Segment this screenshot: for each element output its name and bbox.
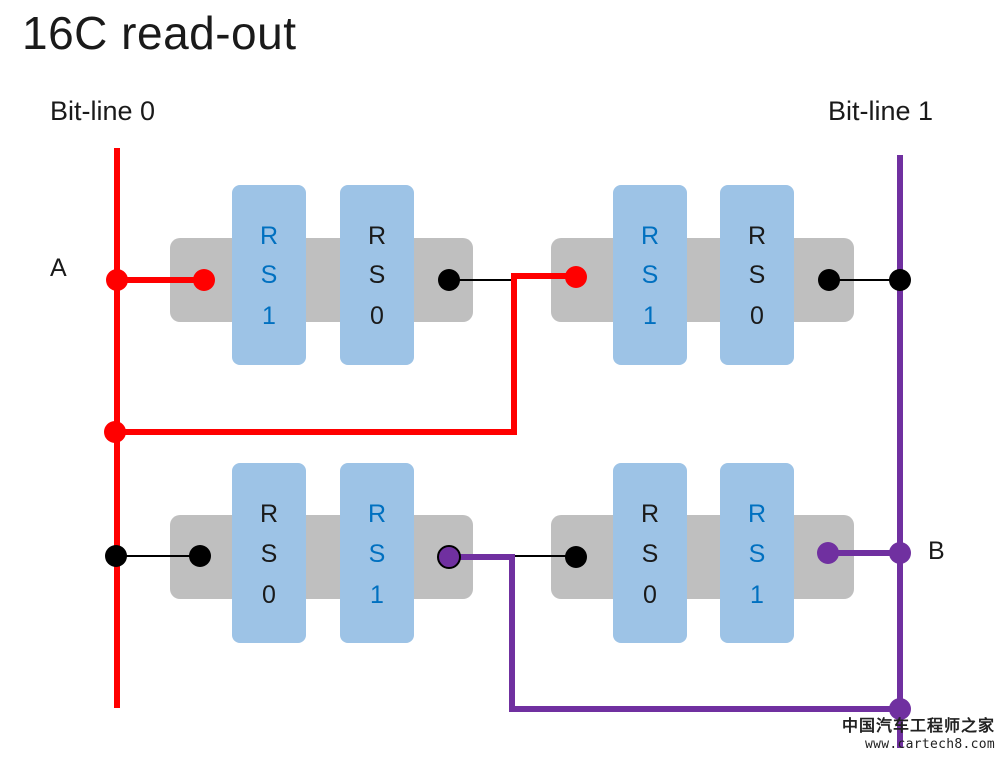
tab-letter: R: [748, 500, 766, 528]
tab-letter: 0: [750, 302, 764, 330]
contact-dot: [437, 545, 461, 569]
tab-letter: 0: [262, 581, 276, 609]
tab-letter: 1: [262, 302, 276, 330]
node-a-label: A: [50, 254, 67, 282]
junction-dot: [105, 545, 127, 567]
tab-letter: R: [368, 500, 386, 528]
junction-dot: [889, 542, 911, 564]
cell-body: [551, 238, 854, 322]
contact-dot: [193, 269, 215, 291]
tab-letter: S: [749, 540, 766, 568]
bitline0-label: Bit-line 0: [50, 96, 155, 126]
contact-dot: [565, 266, 587, 288]
junction-dot: [104, 421, 126, 443]
bitline1-label: Bit-line 1: [828, 96, 933, 126]
rs-tab: [720, 463, 794, 643]
junction-dot: [889, 698, 911, 720]
tab-letter: 0: [370, 302, 384, 330]
tab-letter: S: [369, 261, 386, 289]
node-b-label: B: [928, 537, 945, 565]
bitline0-branch: [117, 273, 576, 435]
contact-dot: [189, 545, 211, 567]
rs-tab: [232, 185, 306, 365]
tab-letter: 1: [643, 302, 657, 330]
contact-dot: [565, 546, 587, 568]
tab-letter: S: [642, 540, 659, 568]
cell-body: [551, 515, 854, 599]
tab-letter: S: [261, 261, 278, 289]
tab-letter: S: [749, 261, 766, 289]
rs-tab: [232, 463, 306, 643]
tab-letter: S: [261, 540, 278, 568]
tab-letter: R: [641, 500, 659, 528]
tab-letter: R: [641, 222, 659, 250]
rs-tab: [720, 185, 794, 365]
junction-dot: [106, 269, 128, 291]
tab-letter: R: [368, 222, 386, 250]
watermark-text: 中国汽车工程师之家: [841, 716, 995, 735]
tab-letter: 1: [750, 581, 764, 609]
rs-tab: [613, 463, 687, 643]
tab-letter: 1: [370, 581, 384, 609]
tab-letter: R: [260, 500, 278, 528]
tab-letter: S: [642, 261, 659, 289]
contact-dot: [818, 269, 840, 291]
tab-letter: S: [369, 540, 386, 568]
rs-tab: [613, 185, 687, 365]
rs-tab: [340, 463, 414, 643]
tab-letter: R: [748, 222, 766, 250]
bitline1-branch: [450, 554, 900, 712]
tab-letter: R: [260, 222, 278, 250]
cell-body: [170, 238, 473, 322]
tab-letter: 0: [643, 581, 657, 609]
cell-body: [170, 515, 473, 599]
page-title: 16C read-out: [22, 7, 297, 59]
junction-dot: [889, 269, 911, 291]
contact-dot: [438, 269, 460, 291]
contact-dot: [817, 542, 839, 564]
rs-tab: [340, 185, 414, 365]
watermark-url: www.cartech8.com: [864, 737, 995, 752]
